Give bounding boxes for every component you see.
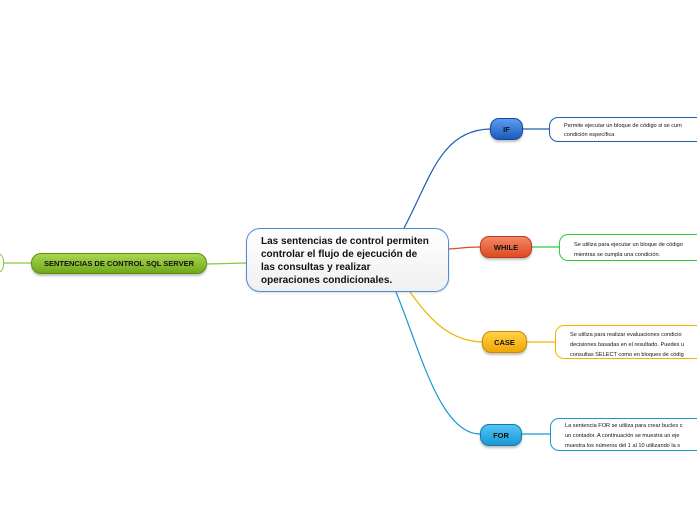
branch-for-description[interactable]: La sentencia FOR se utiliza para crear b… — [550, 418, 697, 451]
connector-while — [448, 246, 481, 250]
description-line: Permite ejecutar un bloque de código si … — [564, 123, 682, 129]
description-line: Se utiliza para ejecutar un bloque de có… — [574, 242, 683, 248]
connector-for — [395, 291, 481, 435]
description-line: La sentencia FOR se utiliza para crear b… — [565, 423, 683, 429]
branch-while-description[interactable]: Se utiliza para ejecutar un bloque de có… — [559, 234, 697, 261]
branch-while-node[interactable]: WHILE — [480, 236, 532, 258]
connector-root — [206, 262, 247, 265]
central-topic-node[interactable]: Las sentencias de control permiten contr… — [246, 228, 449, 292]
branch-if-description[interactable]: Permite ejecutar un bloque de código si … — [549, 117, 697, 142]
branch-for-label: FOR — [493, 430, 509, 440]
branch-case-node[interactable]: CASE — [482, 331, 527, 353]
central-topic-line: las consultas y realizar — [261, 262, 371, 273]
branch-for-node[interactable]: FOR — [480, 424, 522, 446]
root-topic-label: SENTENCIAS DE CONTROL SQL SERVER — [43, 259, 195, 268]
description-line: Se utiliza para realizar evaluaciones co… — [570, 332, 682, 338]
connector-case — [409, 291, 483, 343]
branch-while-label: WHILE — [493, 242, 519, 252]
central-topic-line: controlar el flujo de ejecución de — [261, 249, 418, 260]
central-topic-line: Las sentencias de control permiten — [261, 236, 429, 247]
description-line: consultas SELECT como en bloques de códi… — [570, 352, 684, 358]
description-line: condición específica — [564, 132, 615, 138]
description-line: un contador. A continuación se muestra u… — [565, 433, 680, 439]
root-topic-node[interactable]: SENTENCIAS DE CONTROL SQL SERVER — [31, 253, 207, 274]
branch-if-node[interactable]: IF — [490, 118, 523, 140]
central-topic-line: operaciones condicionales. — [261, 275, 393, 286]
description-line: muestra los números del 1 al 10 utilizan… — [565, 443, 681, 449]
description-line: mientras se cumpla una condición. — [574, 252, 661, 258]
connector-if — [403, 128, 491, 229]
branch-case-label: CASE — [494, 337, 515, 347]
description-line: decisiones basadas en el resultado. Pued… — [570, 342, 685, 348]
branch-case-description[interactable]: Se utiliza para realizar evaluaciones co… — [555, 325, 697, 359]
branch-if-label: IF — [503, 124, 510, 134]
